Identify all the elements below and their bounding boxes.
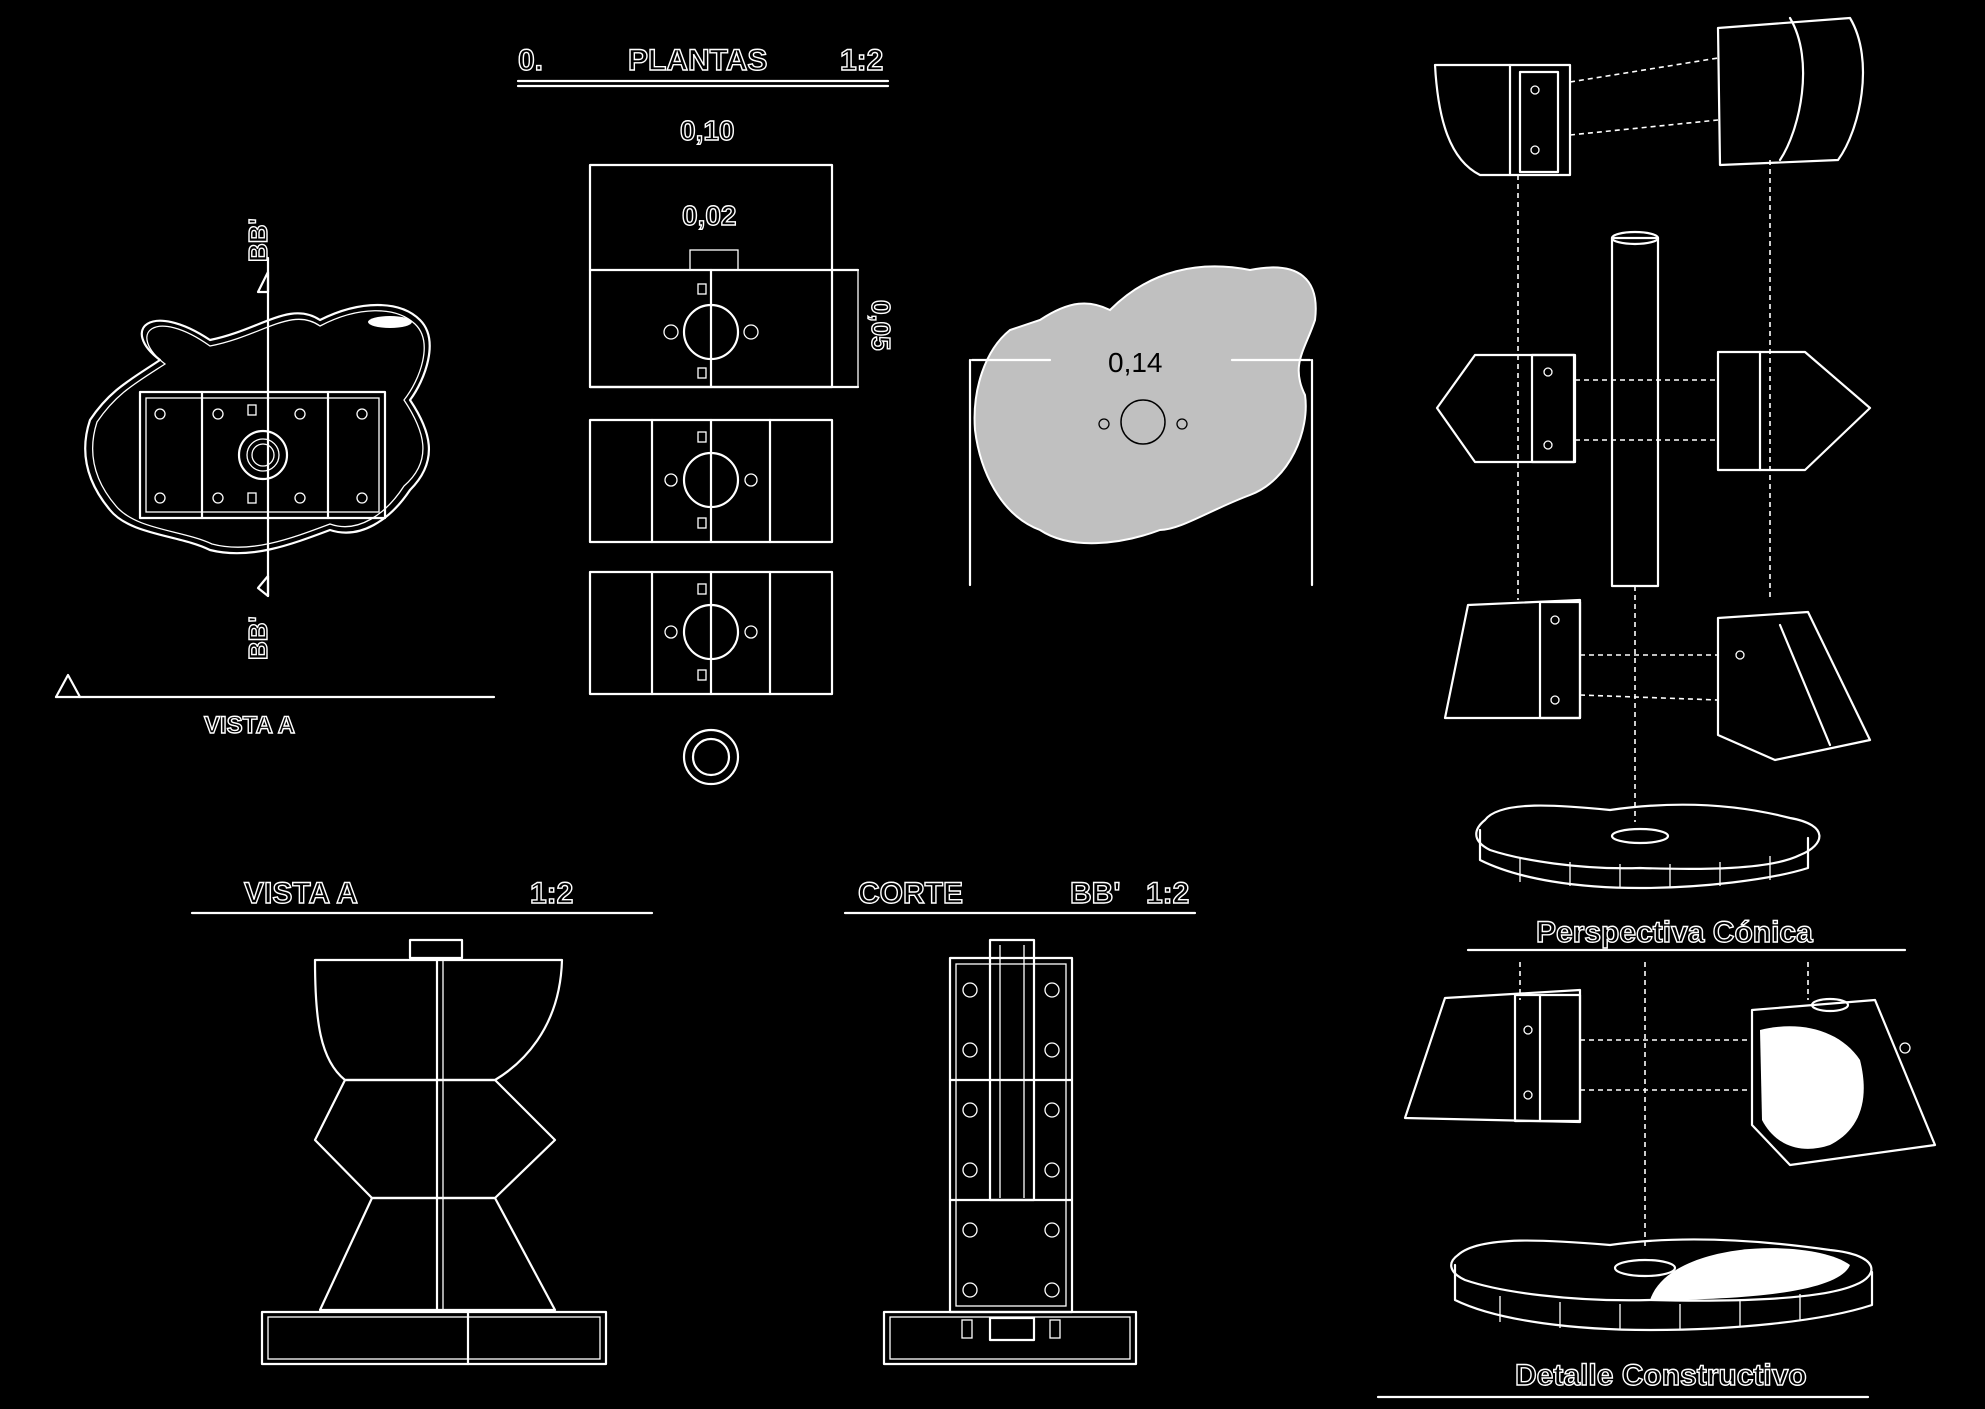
plantas-scale: 1:2 xyxy=(840,44,883,77)
dimension-0-05: 0,05 xyxy=(866,300,896,351)
plantas-number: 0. xyxy=(518,44,543,77)
perspectiva-conica: Perspectiva Cónica xyxy=(1433,16,1907,952)
plantas-views: 0,10 0,02 0,05 xyxy=(588,114,897,786)
plantas-title: PLANTAS xyxy=(628,44,767,77)
corte-ref: BB' xyxy=(1070,877,1120,910)
vista-a-elevation: VISTA A 1:2 xyxy=(190,876,654,1366)
vista-a-plan-view: BB' BB' VISTA A xyxy=(54,218,496,740)
corte-scale: 1:2 xyxy=(1146,877,1189,910)
section-mark-top: BB' xyxy=(243,218,273,262)
dimension-0-02: 0,02 xyxy=(682,200,737,231)
plantas-header: 0. PLANTAS 1:2 xyxy=(516,43,890,88)
dimension-0-14: 0,14 xyxy=(1108,347,1163,378)
detalle-constructivo: Detalle Constructivo xyxy=(1376,962,1937,1399)
vista-a-elev-scale: 1:2 xyxy=(530,877,573,910)
corte-title: CORTE xyxy=(858,877,963,910)
perspectiva-title: Perspectiva Cónica xyxy=(1536,916,1813,949)
corte-section: CORTE BB' 1:2 xyxy=(843,876,1197,1366)
vista-a-plan-label: VISTA A xyxy=(204,712,295,739)
dimension-0-10: 0,10 xyxy=(680,115,735,146)
vista-a-elev-title: VISTA A xyxy=(244,877,358,910)
section-mark-bottom: BB' xyxy=(243,616,273,660)
detalle-title: Detalle Constructivo xyxy=(1515,1359,1807,1392)
base-plan-view: 0,14 xyxy=(968,265,1317,587)
